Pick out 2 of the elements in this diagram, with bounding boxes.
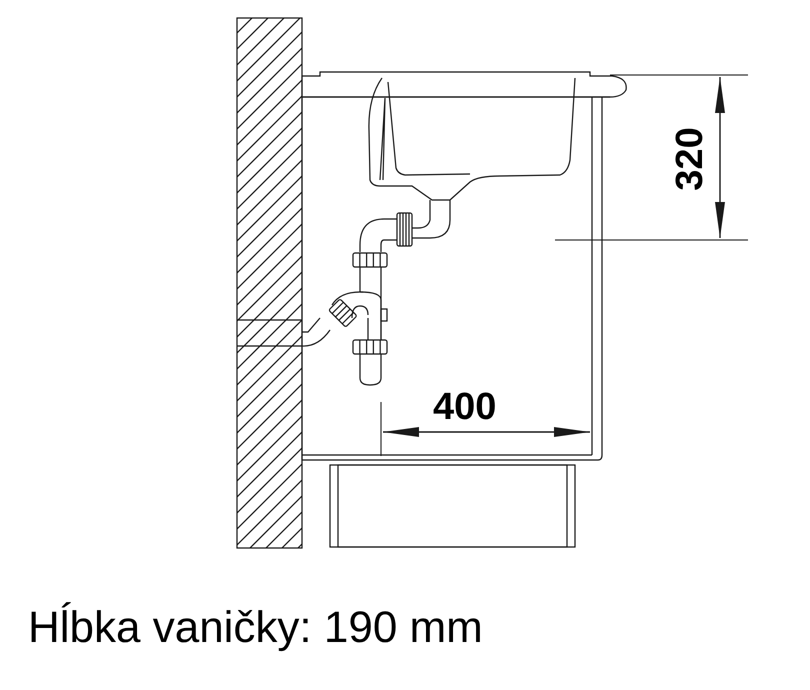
dimension-value: 400 — [433, 388, 496, 426]
dimension-value: 320 — [671, 126, 709, 193]
